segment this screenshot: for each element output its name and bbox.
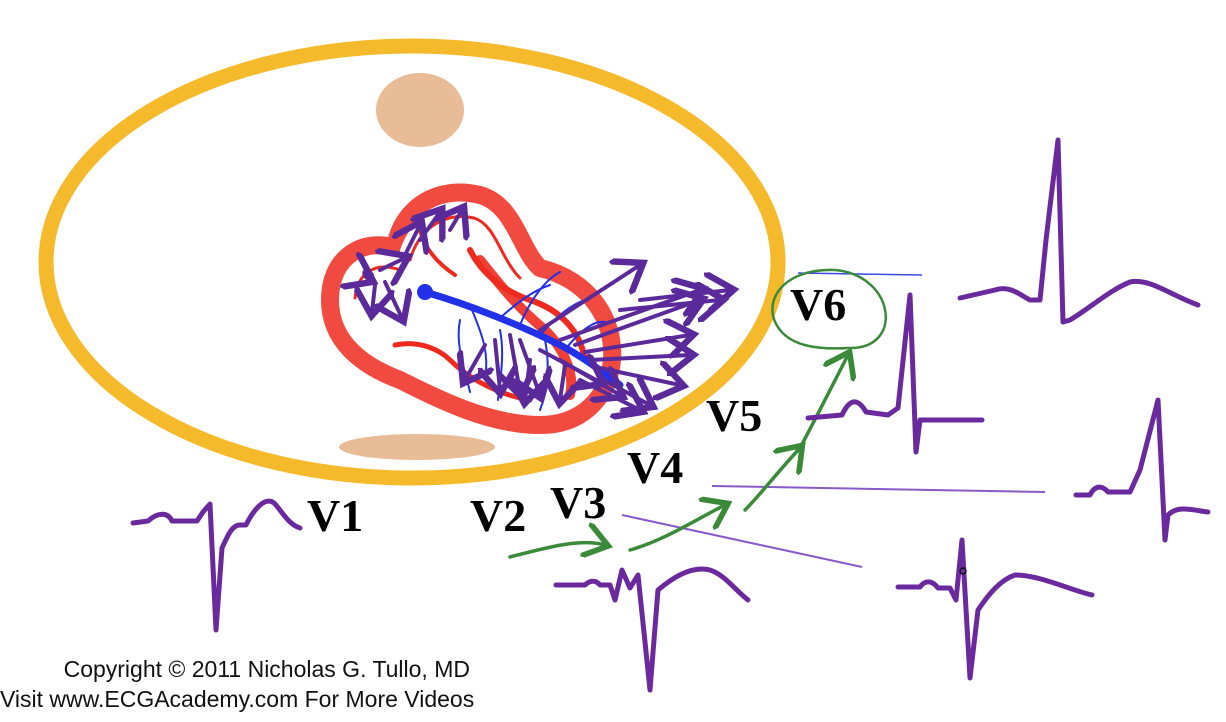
sternum-oval (339, 434, 495, 460)
label-v1: V1 (307, 490, 363, 541)
visit-website-text: Visit www.ECGAcademy.com For More Videos (0, 686, 475, 712)
spine-circle (376, 73, 464, 147)
v6-electrode-circle (771, 268, 887, 350)
v6-reference-line (797, 272, 923, 276)
depolarization-vectors (364, 210, 730, 410)
label-v6: V6 (790, 279, 846, 330)
thorax-outline (38, 38, 786, 486)
ecg-trace-v6 (957, 137, 1201, 325)
marker-dot (959, 567, 967, 575)
ecg-trace-v3 (895, 537, 1095, 681)
v3-reference-line (621, 514, 863, 568)
label-v3: V3 (550, 477, 606, 528)
label-v4: V4 (627, 442, 683, 493)
label-v5: V5 (706, 390, 762, 441)
ecg-trace-v2 (553, 566, 751, 693)
ecg-trace-v1 (130, 498, 303, 633)
electrode-path (508, 355, 848, 557)
copyright-text: Copyright © 2011 Nicholas G. Tullo, MD (63, 656, 470, 682)
ecg-trace-v5 (805, 292, 985, 455)
label-v2: V2 (470, 490, 526, 541)
ecg-trace-v4 (1073, 397, 1211, 543)
